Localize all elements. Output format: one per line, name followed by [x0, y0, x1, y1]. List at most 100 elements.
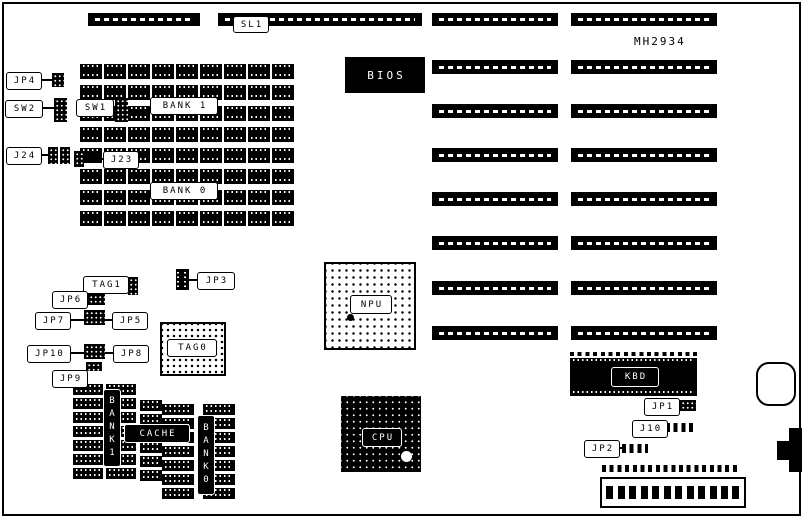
memory-chip	[272, 169, 294, 184]
bank1-chip	[106, 454, 136, 465]
expansion-slot	[571, 326, 717, 340]
bank1-row-label: BANK 1	[150, 97, 218, 115]
power-connector-contact	[675, 486, 683, 499]
tag0-label: TAG0	[167, 339, 217, 357]
memory-chip	[80, 64, 102, 79]
memory-chip	[200, 85, 222, 100]
power-connector	[600, 477, 746, 508]
kbd-socket-pins	[570, 352, 697, 356]
bank1-chip	[106, 440, 136, 451]
expansion-slot	[571, 60, 717, 74]
power-connector-contact	[698, 486, 706, 499]
bank1-chip	[73, 468, 103, 479]
bank0-chip	[203, 460, 235, 471]
jp2-label: JP2	[584, 440, 620, 458]
memory-chip	[176, 169, 198, 184]
memory-chip	[248, 190, 270, 205]
jp9-jumper	[86, 362, 102, 371]
cache-chip	[140, 414, 162, 425]
npu-label: NPU	[350, 295, 392, 314]
bank1-chip	[73, 426, 103, 437]
bank1-chip	[106, 398, 136, 409]
bank0-chip	[203, 488, 235, 499]
pointer-line	[40, 79, 52, 81]
bank0-chip	[162, 474, 194, 485]
bank0-chip	[203, 474, 235, 485]
bank1-column-label: BANK1	[103, 389, 121, 467]
bank0-column-label: BANK0	[197, 415, 215, 495]
memory-chip	[272, 127, 294, 142]
npu-socket	[324, 262, 416, 350]
expansion-slot	[432, 326, 558, 340]
din-connector	[789, 428, 802, 472]
jp3-label: JP3	[197, 272, 235, 290]
j23-label: J23	[103, 151, 139, 169]
cache-chip	[140, 470, 162, 481]
bank0-chip	[203, 446, 235, 457]
bank1-chip	[106, 426, 136, 437]
cpu-pin1-marker	[401, 451, 412, 462]
sw1-label: SW1	[76, 99, 114, 117]
expansion-slot	[571, 13, 717, 26]
jp5-label: JP5	[112, 312, 148, 330]
memory-chip	[272, 148, 294, 163]
sl1-label: SL1	[233, 16, 269, 33]
memory-chip	[128, 106, 150, 121]
memory-chip	[176, 85, 198, 100]
memory-chip	[272, 106, 294, 121]
j24-connector	[48, 147, 58, 164]
bank0-row-label: BANK 0	[150, 182, 218, 200]
jp1-label: JP1	[644, 398, 680, 416]
bank1-chip	[73, 412, 103, 423]
memory-chip	[80, 169, 102, 184]
jp6-jumper	[88, 294, 105, 305]
memory-chip	[224, 64, 246, 79]
memory-chip	[224, 211, 246, 226]
j10-label: J10	[632, 420, 668, 438]
tag1-label: TAG1	[83, 276, 129, 294]
memory-chip	[176, 127, 198, 142]
memory-chip	[80, 211, 102, 226]
memory-chip	[176, 211, 198, 226]
memory-chip	[152, 64, 174, 79]
pointer-line	[105, 352, 113, 354]
bank0-chip	[162, 488, 194, 499]
expansion-slot	[88, 13, 200, 26]
memory-chip	[248, 64, 270, 79]
kbd-label: KBD	[611, 367, 659, 387]
battery-outline	[756, 362, 796, 406]
power-connector-contact	[606, 486, 614, 499]
memory-chip	[272, 190, 294, 205]
cache-chip	[140, 400, 162, 411]
memory-chip	[224, 190, 246, 205]
sl1-slot	[218, 13, 422, 26]
memory-chip	[80, 190, 102, 205]
bank0-chip	[162, 418, 194, 429]
jp2-pin-header	[622, 444, 648, 453]
memory-chip	[248, 169, 270, 184]
bank1-chip	[106, 468, 136, 479]
memory-chip	[272, 64, 294, 79]
power-connector-contact	[686, 486, 694, 499]
expansion-slot	[432, 281, 558, 295]
memory-chip	[200, 211, 222, 226]
expansion-slot	[432, 60, 558, 74]
cpu-label: CPU	[362, 428, 402, 447]
power-connector-contact	[617, 486, 625, 499]
bank0-chip	[162, 460, 194, 471]
memory-chip	[200, 169, 222, 184]
memory-chip	[224, 106, 246, 121]
bank0-chip	[203, 432, 235, 443]
memory-chip	[248, 106, 270, 121]
power-connector-contact	[629, 486, 637, 499]
memory-chip	[200, 64, 222, 79]
sw1-dip-switch	[115, 98, 128, 122]
cache-label: CACHE	[124, 424, 190, 443]
memory-chip	[128, 85, 150, 100]
memory-chip	[224, 169, 246, 184]
memory-chip	[128, 169, 150, 184]
memory-chip	[152, 211, 174, 226]
memory-chip	[104, 190, 126, 205]
